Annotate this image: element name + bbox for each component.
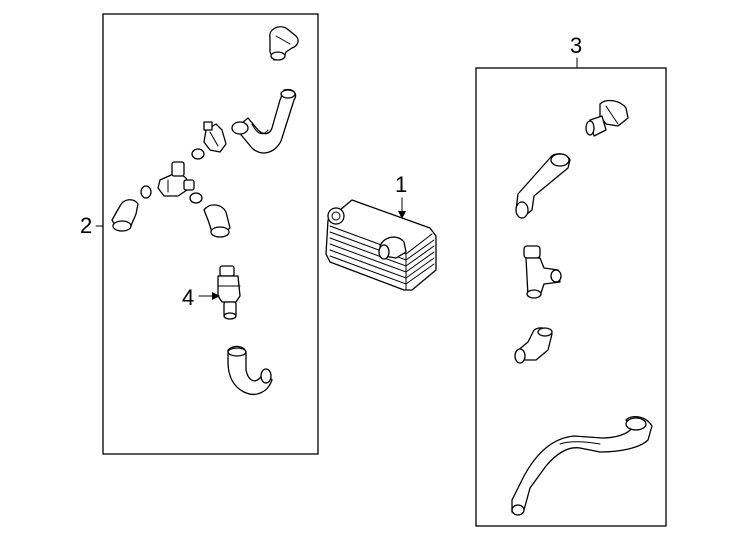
- curved-hose-lower: [227, 345, 273, 395]
- quick-connect-fitting: [585, 99, 629, 137]
- long-hose-lower: [511, 415, 653, 516]
- o-ring: [189, 192, 203, 204]
- left-kit-group: 2 4: [80, 13, 319, 455]
- elbow-fitting-top: [269, 26, 299, 61]
- callout-3: 3: [570, 33, 582, 58]
- callout-4: 4: [182, 285, 194, 310]
- oil-cooler: 1: [325, 172, 437, 291]
- left-kit-frame: [102, 13, 319, 455]
- tee-fitting-right: [523, 245, 562, 299]
- formed-pipe-upper: [515, 153, 571, 219]
- o-ring: [191, 148, 205, 160]
- thermostat-valve: [217, 265, 241, 320]
- callout-1: 1: [395, 172, 407, 197]
- callout-2: 2: [80, 213, 92, 238]
- elbow-fitting-right: [514, 327, 553, 364]
- formed-hose-upper: [231, 88, 297, 154]
- hose-clamp: [203, 121, 227, 153]
- o-ring: [140, 185, 152, 199]
- elbow-hose-middle: [203, 204, 231, 238]
- right-kit-frame: [475, 67, 667, 527]
- elbow-hose-left: [111, 199, 139, 232]
- right-kit-group: 3: [475, 33, 667, 527]
- tee-connector: [157, 161, 195, 197]
